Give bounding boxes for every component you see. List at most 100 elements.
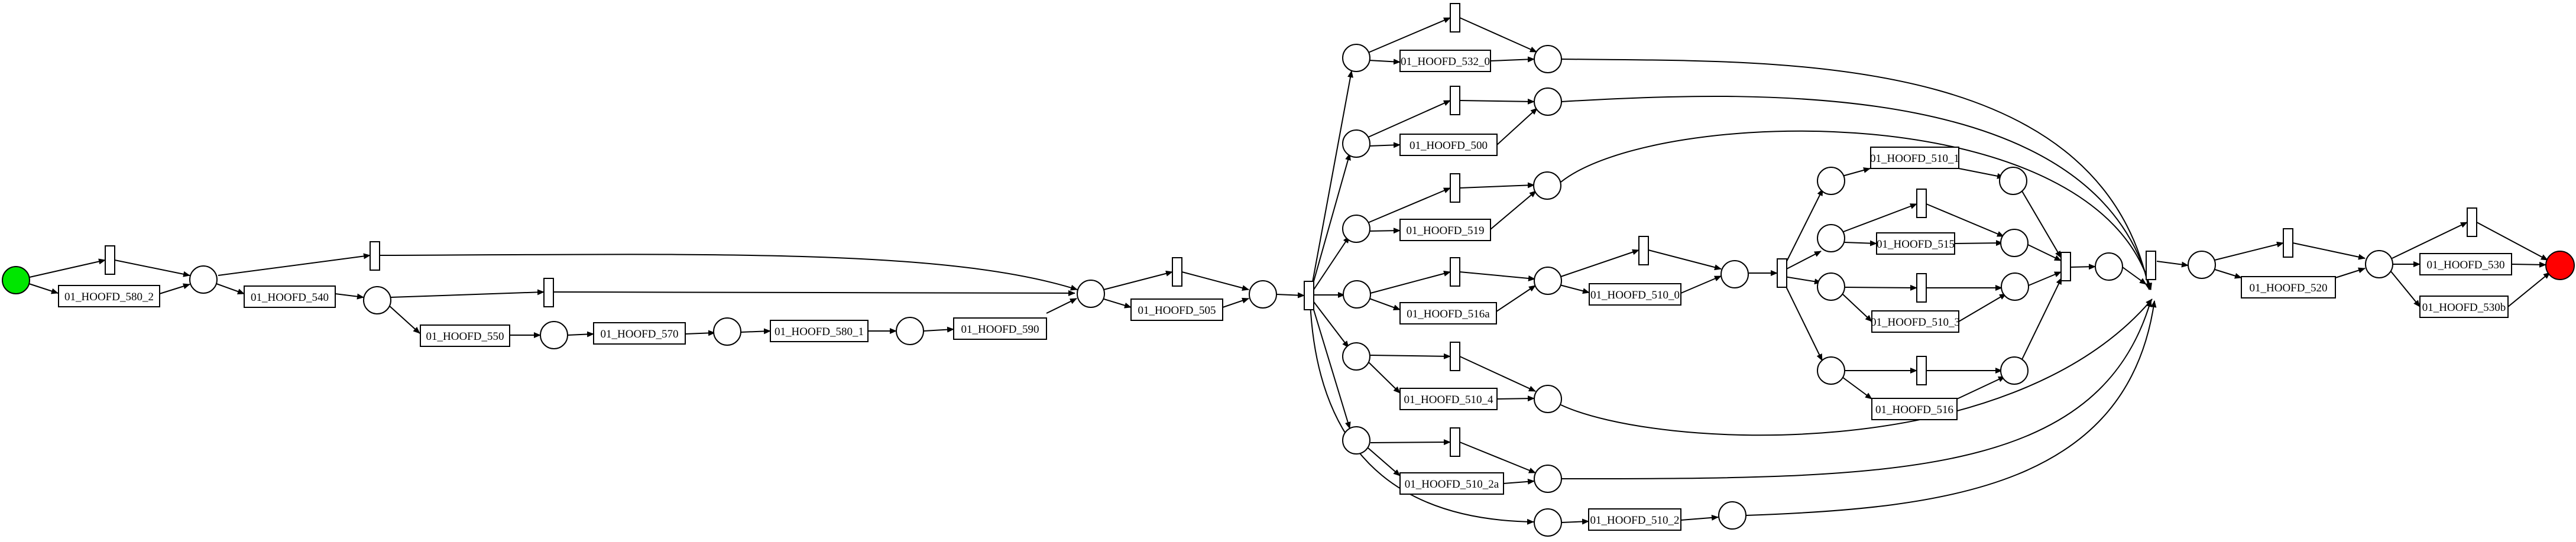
transition-580-1: 01_HOOFD_580_1 xyxy=(770,320,869,342)
arc xyxy=(1368,447,1401,476)
sink-place xyxy=(2545,251,2575,280)
arc xyxy=(1561,95,2152,290)
arc xyxy=(1101,298,1132,309)
place xyxy=(540,321,568,349)
arc xyxy=(2212,268,2242,279)
arc xyxy=(1369,298,1401,310)
transition-510-4: 01_HOOFD_510_4 xyxy=(1399,388,1498,410)
place xyxy=(713,317,741,346)
arc xyxy=(2028,271,2062,286)
transition-519: 01_HOOFD_519 xyxy=(1399,219,1491,241)
arc xyxy=(1842,377,1872,400)
transition-label: 01_HOOFD_505 xyxy=(1138,304,1216,317)
transition-570: 01_HOOFD_570 xyxy=(593,322,686,345)
place xyxy=(1718,501,1747,530)
arc xyxy=(1926,203,2004,237)
arc xyxy=(1311,153,1351,290)
place xyxy=(1342,342,1370,371)
arc xyxy=(1370,271,1451,294)
transition-label: 01_HOOFD_515 xyxy=(1877,238,1955,251)
transition-label: 01_HOOFD_510_0 xyxy=(1590,289,1680,301)
arc xyxy=(1954,240,2003,246)
place xyxy=(2000,356,2029,385)
place xyxy=(1534,267,1562,295)
place xyxy=(1077,280,1105,308)
arc xyxy=(1490,190,1537,230)
transition-590: 01_HOOFD_590 xyxy=(953,317,1047,340)
place xyxy=(1533,171,1561,200)
transition-label: 01_HOOFD_550 xyxy=(426,330,504,343)
silent-transition xyxy=(543,278,554,307)
transition-500: 01_HOOFD_500 xyxy=(1399,134,1498,156)
arc xyxy=(1842,167,1871,177)
arc xyxy=(2214,241,2284,261)
transition-label: 01_HOOFD_580_1 xyxy=(775,326,864,338)
silent-transition xyxy=(1916,356,1927,385)
transition-label: 01_HOOFD_516 xyxy=(1875,404,1953,416)
place xyxy=(1249,280,1277,309)
arc xyxy=(1844,240,1877,246)
transition-510-3: 01_HOOFD_510_3 xyxy=(1871,310,1960,333)
transition-label: 01_HOOFD_510_4 xyxy=(1404,394,1493,406)
transition-label: 01_HOOFD_519 xyxy=(1407,225,1485,237)
place xyxy=(2365,250,2393,278)
transition-516a: 01_HOOFD_516a xyxy=(1399,302,1497,324)
arc xyxy=(2292,242,2366,260)
place xyxy=(1534,385,1562,413)
transition-label: 01_HOOFD_530b xyxy=(2422,301,2506,314)
silent-transition xyxy=(1777,258,1787,288)
transition-label: 01_HOOFD_520 xyxy=(2250,282,2328,294)
arc xyxy=(1368,59,1401,65)
arc xyxy=(2476,222,2548,261)
place xyxy=(2001,272,2029,301)
arc xyxy=(1843,203,1917,232)
arc xyxy=(1046,298,1077,314)
arc xyxy=(740,328,771,335)
transition-label: 01_HOOFD_532_0 xyxy=(1401,56,1490,68)
arc xyxy=(2392,222,2468,259)
silent-transition xyxy=(1450,173,1460,203)
arc xyxy=(1490,56,1535,63)
arc xyxy=(1842,294,1872,322)
silent-transition xyxy=(1916,189,1927,218)
arc xyxy=(216,283,245,294)
place xyxy=(2095,252,2123,281)
source-place xyxy=(2,266,30,294)
arc xyxy=(390,289,545,298)
silent-transition xyxy=(2146,251,2156,280)
arc xyxy=(218,253,371,276)
place xyxy=(1343,280,1371,309)
arc xyxy=(159,283,190,294)
arc xyxy=(2511,261,2546,268)
arc xyxy=(2021,277,2062,360)
arc xyxy=(1103,270,1173,290)
arc xyxy=(2027,244,2062,261)
arc xyxy=(1845,284,1917,291)
arc xyxy=(1222,297,1249,308)
arc xyxy=(1366,187,1451,224)
arc xyxy=(1312,300,1349,348)
silent-transition xyxy=(1450,427,1460,457)
arc xyxy=(29,258,106,278)
arc xyxy=(1561,59,2151,290)
arc xyxy=(1366,100,1451,138)
silent-transitions xyxy=(105,3,2477,457)
silent-transition xyxy=(1638,236,1649,265)
silent-transition xyxy=(2467,207,2477,237)
arc xyxy=(1680,514,1719,521)
arcs xyxy=(28,17,2551,525)
transition-510-1: 01_HOOFD_510_1 xyxy=(1870,147,1959,169)
place xyxy=(1534,45,1562,73)
arc xyxy=(335,293,364,300)
transition-510-2: 01_HOOFD_510_2 xyxy=(1588,508,1681,531)
arc xyxy=(1783,189,1823,268)
arc xyxy=(1958,168,2004,179)
arc xyxy=(1459,17,1537,53)
arc xyxy=(2335,267,2366,278)
arc xyxy=(1310,302,1534,525)
transition-580-2: 01_HOOFD_580_2 xyxy=(58,285,160,307)
silent-transition xyxy=(1450,342,1460,371)
arc xyxy=(1745,300,2157,516)
arc xyxy=(379,254,1078,291)
